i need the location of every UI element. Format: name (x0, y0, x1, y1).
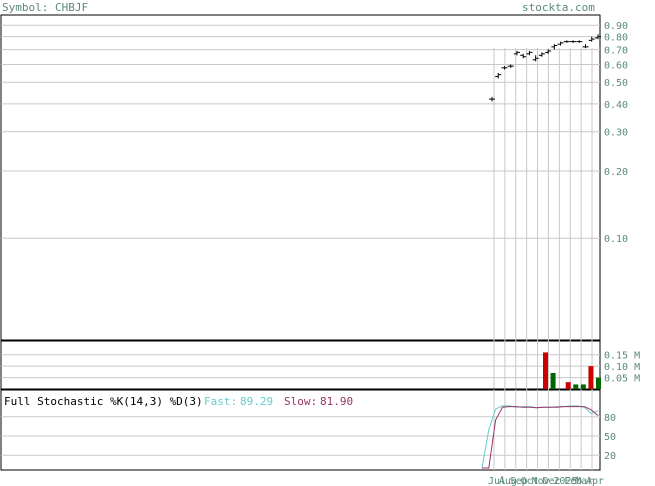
volume-bar (520, 388, 526, 390)
volume-bar (512, 388, 518, 390)
x-tick-label: Sep (510, 476, 528, 486)
stochastic-tick-label: 20 (604, 451, 616, 462)
volume-bar (588, 366, 594, 389)
price-panel-frame (0, 14, 601, 341)
volume-bar (497, 388, 503, 390)
volume-bar (558, 388, 564, 390)
volume-bar (535, 388, 541, 390)
volume-bar (550, 373, 556, 389)
x-tick-label: Mar (575, 476, 593, 486)
volume-bar (596, 377, 601, 389)
volume-bar (573, 384, 579, 389)
x-tick-label: Oct (521, 476, 539, 486)
volume-tick-label: 0.10 M (604, 362, 640, 373)
volume-bar (543, 352, 548, 389)
stochastic-tick-label: 50 (604, 432, 616, 443)
x-tick-label: Aug (499, 476, 517, 486)
price-tick-label: 0.20 (604, 167, 628, 178)
x-tick-label: Apr (586, 476, 604, 486)
symbol-label: Symbol: CHBJF (2, 1, 89, 14)
stochastic-title: Full Stochastic %K(14,3) %D(3) (4, 395, 203, 408)
price-tick-label: 0.40 (604, 100, 628, 111)
x-tick-label: Dec (542, 476, 560, 486)
volume-tick-label: 0.05 M (604, 374, 640, 385)
volume-bar (527, 388, 533, 390)
x-tick-label: Jul (488, 476, 506, 486)
price-tick-label: 0.90 (604, 21, 628, 32)
volume-bar (580, 384, 586, 389)
x-tick-label: Nov (532, 476, 550, 486)
stochastic-panel-frame (0, 389, 601, 471)
slow-label: Slow: (284, 395, 317, 408)
stochastic-line-slow (482, 406, 599, 469)
slow-value: 81.90 (320, 395, 353, 408)
volume-bar (505, 388, 511, 390)
volume-bar (565, 382, 571, 389)
stochastic-line-fast (481, 405, 599, 469)
volume-panel-frame (0, 340, 601, 390)
x-tick-label: 2025 (553, 476, 577, 486)
price-tick-label: 0.10 (604, 234, 628, 245)
site-name[interactable]: stockta.com (522, 1, 595, 14)
price-tick-label: 0.70 (604, 46, 628, 57)
x-tick-label: Feb (564, 476, 582, 486)
price-tick-label: 0.50 (604, 78, 628, 89)
fast-value: 89.29 (240, 395, 273, 408)
price-tick-label: 0.60 (604, 61, 628, 72)
price-tick-label: 0.30 (604, 128, 628, 139)
fast-label: Fast: (204, 395, 237, 408)
volume-tick-label: 0.15 M (604, 351, 640, 362)
price-tick-label: 0.80 (604, 33, 628, 44)
stochastic-tick-label: 80 (604, 413, 616, 424)
volume-bar (490, 388, 495, 390)
